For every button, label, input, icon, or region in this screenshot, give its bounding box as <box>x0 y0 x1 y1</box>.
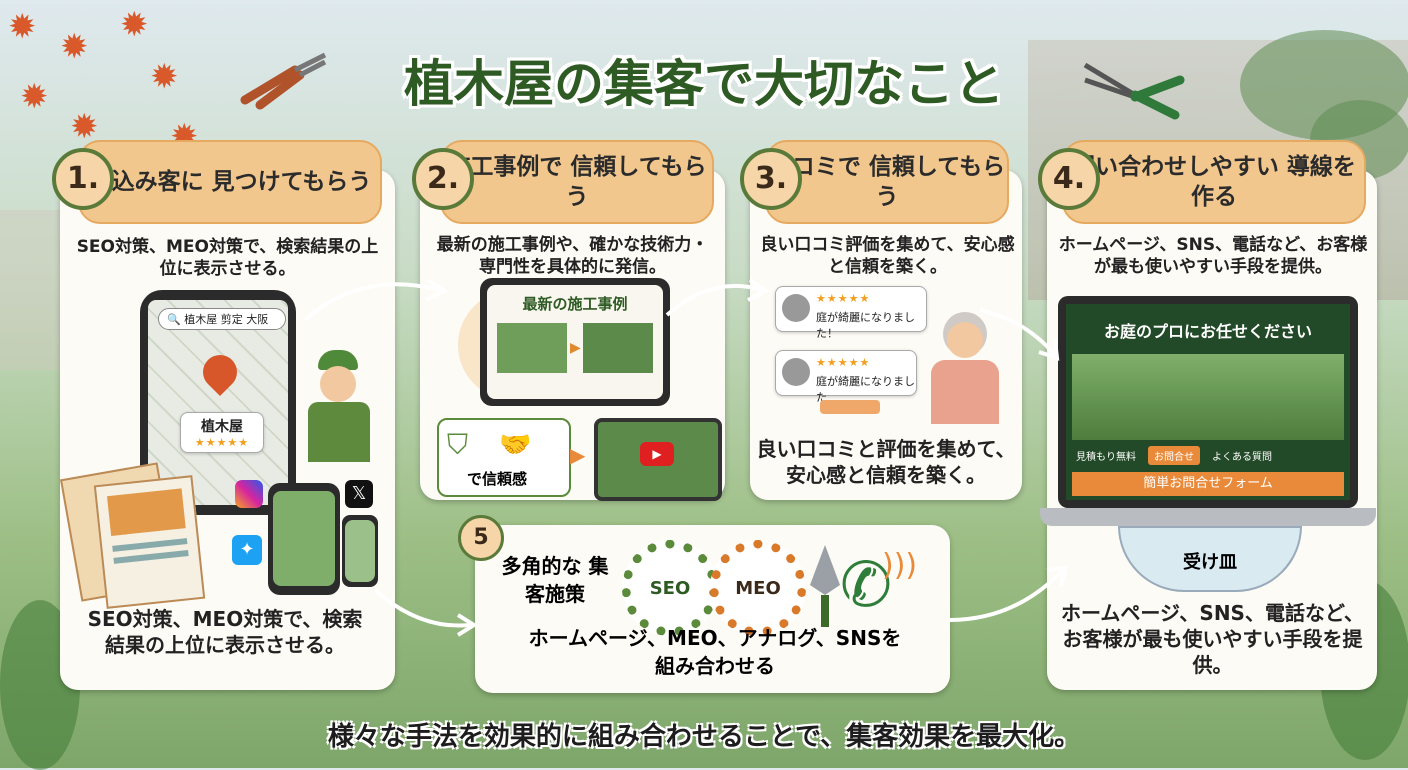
maple-leaf-icon: ✹ <box>150 57 179 97</box>
review-text: 庭が綺麗になりました <box>816 375 915 404</box>
avatar <box>782 358 810 386</box>
maple-leaf-icon: ✹ <box>120 5 149 45</box>
before-photo <box>497 323 567 373</box>
step-4-description: ホームページ、SNS、電話など、お客様が最も使いやすい手段を提供。 <box>1058 235 1368 277</box>
garden-photo <box>1072 354 1344 440</box>
step-2-number: 2. <box>412 148 474 210</box>
after-photo <box>583 323 653 373</box>
map-search-text: 植木屋 剪定 大阪 <box>184 313 269 326</box>
page-title: 植木屋の集客で大切なこと <box>404 55 1004 113</box>
shield-icon: ⛉ <box>447 428 469 461</box>
trowel-icon <box>810 545 840 627</box>
review-bar <box>820 400 880 414</box>
laptop-screen: お庭のプロにお任せください 見積もり無料 お問合せ よくある質問 簡単お問合せフ… <box>1058 296 1358 508</box>
maple-leaf-icon: ✹ <box>20 77 49 117</box>
estimate-button[interactable]: 見積もり無料 <box>1076 452 1136 463</box>
review-stars: ★★★★★ <box>816 356 871 369</box>
smartphone-sns <box>268 483 340 595</box>
video-thumbnail[interactable]: ▶ <box>594 418 722 501</box>
signal-icon: ))) <box>882 548 918 583</box>
step-3-title-text: 口コミで 信頼してもらう <box>768 154 1006 210</box>
arrow-connector <box>949 565 1068 622</box>
step-5-description: ホームページ、MEO、アナログ、SNSを組み合わせる <box>528 626 902 678</box>
play-icon[interactable]: ▶ <box>640 442 674 466</box>
step-2-title: 施工事例で 信頼してもらう <box>440 140 714 224</box>
rating-stars: ★★★★★ <box>194 436 250 449</box>
maple-leaf-icon: ✹ <box>70 107 99 147</box>
trust-label: で信頼感 <box>467 470 528 488</box>
pruning-shears-icon <box>240 52 327 110</box>
review-text: 庭が綺麗になりました！ <box>816 311 915 340</box>
step-4-number: 4. <box>1038 148 1100 210</box>
contact-button[interactable]: お問合せ <box>1148 446 1200 465</box>
step-4-description-bottom: ホームページ、SNS、電話など、お客様が最も使いやすい手段を提供。 <box>1061 601 1364 677</box>
step-5-title: 多角的な 集客施策 <box>501 554 609 606</box>
arrow-right-icon: ▶ <box>570 340 581 356</box>
map-pin-icon <box>195 347 245 397</box>
dish-label: 受け皿 <box>1183 552 1237 573</box>
step-3-description: 良い口コミ評価を集めて、安心感と信頼を築く。 <box>760 235 1015 277</box>
step-1-description-bottom: SEO対策、MEO対策で、検索結果の上位に表示させる。 <box>87 607 363 657</box>
step-2-description: 最新の施工事例や、確かな技術力・専門性を具体的に発信。 <box>436 235 709 277</box>
smartphone-small <box>342 515 378 587</box>
website-banner: お庭のプロにお任せください <box>1103 322 1312 341</box>
dish-illustration: 受け皿 <box>1118 526 1302 592</box>
instagram-icon[interactable] <box>235 480 263 508</box>
tablet-title: 最新の施工事例 <box>522 295 628 313</box>
review-card: ★★★★★ 庭が綺麗になりました！ <box>775 286 927 340</box>
step-3-description-bottom: 良い口コミと評価を集めて、安心感と信頼を築く。 <box>756 437 1016 487</box>
meo-gear-icon: MEO <box>710 540 806 636</box>
laptop-base <box>1040 508 1376 526</box>
step-4-title-text: 問い合わせしやすい 導線を作る <box>1072 154 1356 210</box>
x-icon[interactable]: 𝕏 <box>345 480 373 508</box>
faq-button[interactable]: よくある質問 <box>1212 452 1272 463</box>
arrow-connector <box>665 278 770 317</box>
step-4-title: 問い合わせしやすい 導線を作る <box>1062 140 1366 224</box>
step-1-title: 見込み客に 見つけてもらう <box>78 140 382 224</box>
step-2-title-text: 施工事例で 信頼してもらう <box>447 154 707 210</box>
maple-leaf-icon: ✹ <box>8 7 37 47</box>
arrow-connector <box>373 588 478 637</box>
flyer-illustration <box>93 475 206 609</box>
phone-icon: ✆ <box>840 548 892 621</box>
step-5-number: 5 <box>458 515 504 561</box>
map-pin-label: 植木屋 <box>201 419 243 435</box>
maple-leaf-icon: ✹ <box>60 27 89 67</box>
tablet-illustration: 最新の施工事例 ▶ <box>480 278 670 406</box>
arrow-connector <box>303 278 448 322</box>
arrow-right-icon: ▶ <box>570 443 586 467</box>
elderly-woman-illustration <box>925 312 1005 424</box>
seo-gear-icon: SEO <box>622 540 718 636</box>
map-search-input[interactable]: 🔍 植木屋 剪定 大阪 <box>158 308 286 330</box>
avatar <box>782 294 810 322</box>
step-3-number: 3. <box>740 148 802 210</box>
twitter-icon[interactable]: ✦ <box>232 535 262 565</box>
arrow-connector <box>979 308 1060 361</box>
contact-form-button[interactable]: 簡単お問合せフォーム <box>1072 472 1344 496</box>
step-1-number: 1. <box>52 148 114 210</box>
bottom-summary: 様々な手法を効果的に組み合わせることで、集客効果を最大化。 <box>327 722 1081 752</box>
pruning-shears-icon <box>1083 62 1185 120</box>
handshake-icon: 🤝 <box>499 430 532 460</box>
review-card: ★★★★★ 庭が綺麗になりました <box>775 350 917 404</box>
step-3-title: 口コミで 信頼してもらう <box>765 140 1009 224</box>
trust-box: ⛉ 🤝 で信頼感 <box>437 418 571 497</box>
step-1-title-text: 見込み客に 見つけてもらう <box>88 169 372 195</box>
review-stars: ★★★★★ <box>816 292 871 305</box>
step-1-description: SEO対策、MEO対策で、検索結果の上位に表示させる。 <box>76 237 379 279</box>
gardener-illustration <box>300 350 380 462</box>
